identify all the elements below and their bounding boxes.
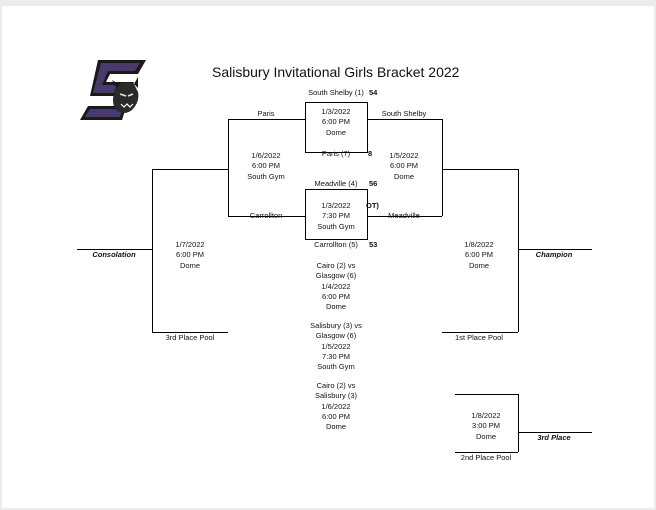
page-title: Salisbury Invitational Girls Bracket 202… bbox=[212, 64, 460, 80]
game1-box bbox=[305, 102, 368, 153]
label-consolation: Consolation bbox=[92, 250, 136, 259]
winner-right-top: South Shelby bbox=[381, 109, 427, 118]
team-meadville: Meadville (4) bbox=[314, 179, 358, 188]
score-south-shelby: 54 bbox=[369, 88, 378, 97]
line bbox=[518, 394, 519, 452]
overtime-mark: OT) bbox=[366, 201, 379, 210]
score-carrollton: 53 bbox=[369, 240, 378, 249]
label-first-place-pool: 1st Place Pool bbox=[455, 333, 503, 342]
line bbox=[368, 216, 442, 217]
label-third-place-pool: 3rd Place Pool bbox=[165, 333, 215, 342]
team-south-shelby: South Shelby (1) bbox=[308, 88, 364, 97]
winner-left-bottom: Carrollton bbox=[249, 211, 283, 220]
line bbox=[228, 119, 305, 120]
team-carrollton: Carrollton (5) bbox=[314, 240, 358, 249]
winner-right-bottom: Meadville bbox=[388, 211, 420, 220]
label-third-place: 3rd Place bbox=[537, 433, 571, 442]
line bbox=[368, 119, 442, 120]
salisbury-s-logo-icon bbox=[80, 60, 146, 120]
team-paris: Paris (7) bbox=[321, 149, 351, 158]
winner-left-top: Paris bbox=[257, 109, 275, 118]
line bbox=[77, 249, 152, 250]
line bbox=[455, 452, 518, 453]
line bbox=[228, 216, 305, 217]
line bbox=[152, 169, 228, 170]
line bbox=[442, 169, 518, 170]
line bbox=[518, 432, 592, 433]
bracket-page: Salisbury Invitational Girls Bracket 202… bbox=[2, 6, 654, 508]
label-second-place-pool: 2nd Place Pool bbox=[460, 453, 512, 462]
line bbox=[518, 169, 519, 332]
line bbox=[455, 394, 518, 395]
line bbox=[152, 169, 153, 332]
label-champion: Champion bbox=[535, 250, 573, 259]
line bbox=[518, 249, 592, 250]
line bbox=[152, 332, 228, 333]
game2-box bbox=[305, 189, 368, 240]
score-meadville: 56 bbox=[369, 179, 378, 188]
line bbox=[442, 332, 518, 333]
line bbox=[442, 119, 443, 216]
line bbox=[228, 119, 229, 216]
score-paris: 8 bbox=[368, 149, 373, 158]
